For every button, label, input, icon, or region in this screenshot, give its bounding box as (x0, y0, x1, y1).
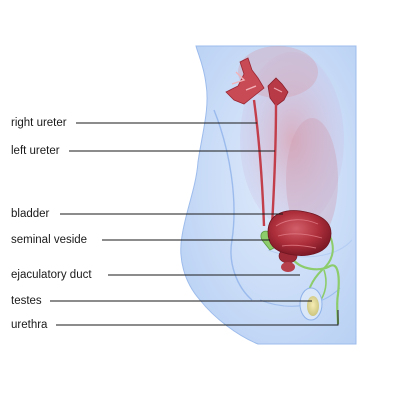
abdominal-organs (240, 52, 344, 228)
right-kidney (225, 57, 265, 105)
urethra-duct (291, 257, 340, 325)
label-testes: testes (11, 295, 42, 307)
testis-core (307, 296, 319, 316)
back-outline (213, 109, 253, 301)
label-bladder: bladder (11, 208, 50, 220)
bladder-wrinkles (275, 219, 323, 249)
bladder-organ (267, 210, 332, 256)
right-ureter (252, 99, 266, 227)
label-urethra: urethra (11, 319, 48, 331)
label-seminal-vesicle: seminal veside (11, 234, 88, 246)
left-kidney (267, 77, 289, 107)
label-left-ureter: left ureter (11, 145, 60, 157)
prostate-lower (281, 262, 295, 272)
label-right-ureter: right ureter (11, 117, 67, 129)
label-ejaculatory-duct: ejaculatory duct (11, 269, 92, 281)
leader-urethra (56, 310, 339, 326)
leg-outline (267, 239, 353, 258)
